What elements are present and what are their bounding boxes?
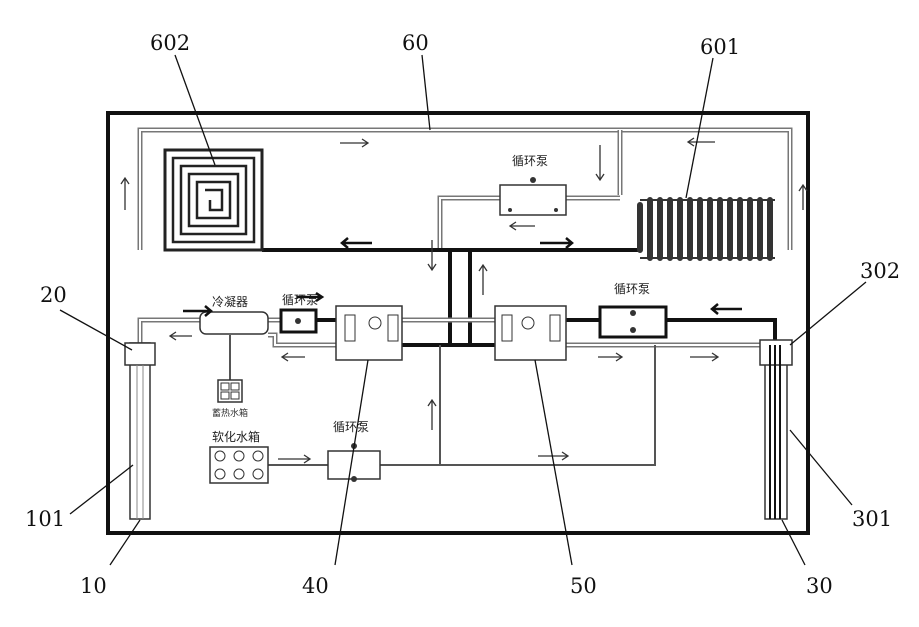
label-20: 20: [40, 283, 67, 307]
right-circulation-pump: [600, 307, 666, 337]
small-tank-label: 蓄热水箱: [212, 407, 248, 419]
softened-water-tank: [210, 447, 268, 483]
top-pump-label: 循环泵: [512, 154, 548, 168]
label-50: 50: [570, 574, 597, 598]
label-30: 30: [806, 574, 833, 598]
label-602: 602: [150, 31, 190, 55]
label-301: 301: [852, 507, 892, 531]
right-borehole: [760, 340, 792, 519]
condenser-label: 冷凝器: [212, 294, 248, 309]
top-circulation-pump: [500, 177, 566, 215]
label-10: 10: [80, 574, 107, 598]
condenser: [200, 312, 268, 334]
softened-tank-label: 软化水箱: [212, 429, 260, 444]
label-60: 60: [402, 31, 429, 55]
label-601: 601: [700, 35, 740, 59]
label-101: 101: [25, 507, 65, 531]
left-circulation-pump: [281, 310, 316, 332]
floor-heating-coil: [165, 150, 262, 250]
radiator: [640, 200, 775, 258]
label-40: 40: [302, 574, 329, 598]
label-302: 302: [860, 259, 900, 283]
left-borehole: [125, 343, 155, 519]
heat-pump-unit-50: [495, 306, 566, 360]
heat-pump-unit-40: [336, 306, 402, 360]
right-pump-label: 循环泵: [614, 282, 650, 296]
left-pump-label: 循环泵: [282, 293, 318, 307]
bottom-pump-label: 循环泵: [333, 420, 369, 434]
small-water-tank: [218, 380, 242, 402]
